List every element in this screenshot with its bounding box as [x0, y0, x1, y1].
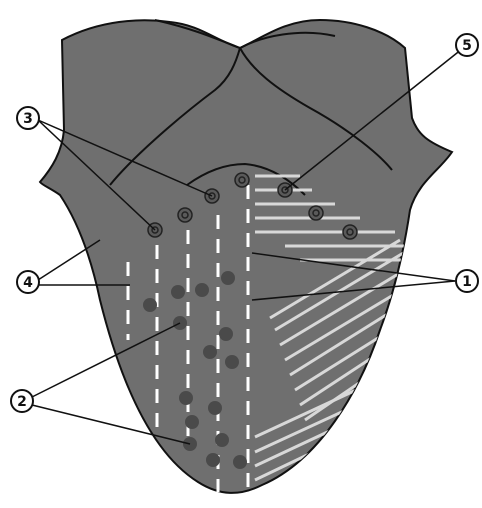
- callout-5-label: 5: [462, 38, 472, 54]
- callout-4: 4: [17, 271, 39, 293]
- callout-3-label: 3: [23, 111, 33, 127]
- callout-1: 1: [456, 270, 478, 292]
- callout-2: 2: [11, 390, 33, 412]
- callout-3: 3: [17, 107, 39, 129]
- callout-2-label: 2: [17, 394, 27, 410]
- callout-1-label: 1: [462, 274, 472, 290]
- callout-5: 5: [456, 34, 478, 56]
- callout-4-label: 4: [23, 275, 33, 291]
